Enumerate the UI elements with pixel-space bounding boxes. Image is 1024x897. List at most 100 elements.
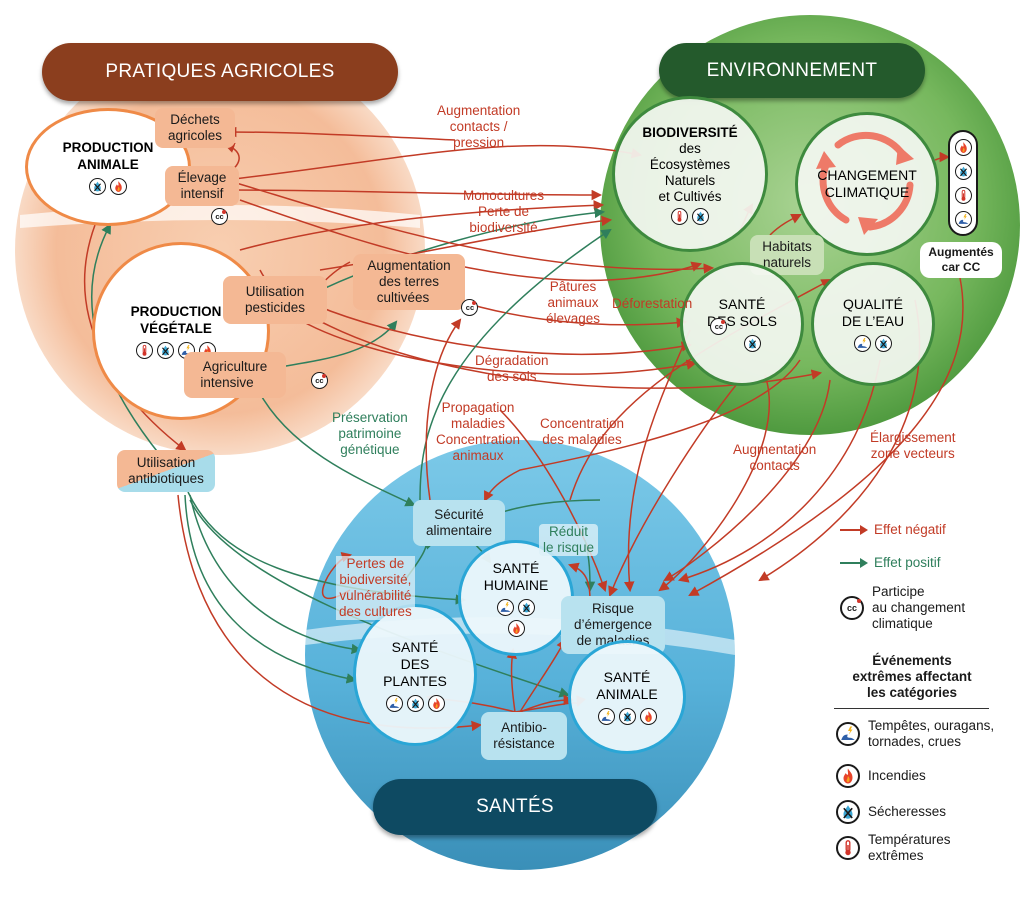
negative-effect-arrow (663, 379, 831, 582)
negative-effect-arrow (499, 409, 608, 592)
event-icons (671, 207, 709, 225)
sante-humaine-title: SANTÉ HUMAINE (483, 559, 549, 593)
edge-label-augmentation-contacts-pression: Augmentation contacts / pression (437, 103, 521, 150)
positive-effect-arrow (189, 499, 570, 698)
event-icons (854, 335, 892, 352)
legend-temperature: Températures extrêmes (836, 832, 951, 864)
positive-effect-arrow (419, 228, 612, 501)
legend-storm: Tempêtes, ouragans, tornades, crues (836, 718, 994, 750)
sante-des-plantes-title: SANTÉ DES PLANTES (383, 638, 447, 689)
legend: Effet négatif Effet positif cc Participe… (800, 510, 1024, 890)
negative-effect-arrow (225, 126, 456, 141)
negative-effect-arrow (454, 299, 688, 329)
negative-effect-arrow (624, 329, 691, 593)
augmentes-car-cc-label: Augmentés car CC (920, 242, 1002, 278)
negative-effect-arrow (484, 359, 801, 502)
thermometer-icon (671, 207, 688, 225)
legend-negative: Effet négatif (840, 522, 946, 538)
legend-drought: Sécheresses (836, 800, 946, 824)
drought-icon (518, 598, 535, 616)
augmentes-icons-capsule (948, 130, 978, 236)
green-arrow-icon (840, 558, 868, 568)
edge-label-elargissement: Élargissement zone vecteurs (870, 430, 956, 461)
legend-cc: cc Participe au changement climatique (840, 584, 965, 632)
augmentation-terres-node[interactable]: Augmentation des terres cultivées (353, 254, 465, 310)
production-vegetale-title: PRODUCTION VÉGÉTALE (130, 304, 222, 336)
event-icons (494, 598, 538, 637)
storm-icon (836, 722, 860, 746)
storm-icon (597, 708, 615, 725)
event-icons (597, 708, 657, 725)
positive-effect-arrow (189, 494, 363, 655)
event-icons (743, 335, 761, 352)
edge-label-preservation: Préservation patrimoine génétique (332, 410, 408, 457)
securite-alimentaire-node[interactable]: Sécurité alimentaire (413, 500, 505, 546)
elevage-intensif-node[interactable]: Élevage intensif (165, 166, 239, 206)
sante-animale-circle[interactable]: SANTÉ ANIMALE (568, 640, 686, 754)
negative-effect-arrow (677, 359, 881, 583)
positive-effect-arrow (299, 207, 606, 301)
red-arrow-icon (840, 525, 868, 535)
section-title-sante: SANTÉS (373, 779, 657, 835)
storm-icon (497, 598, 514, 616)
negative-effect-arrow (934, 151, 951, 163)
utilisation-pesticides-node[interactable]: Utilisation pesticides (223, 276, 327, 324)
edge-label-degradation-sols: Dégradation des sols (475, 353, 549, 384)
legend-fire: Incendies (836, 764, 926, 788)
edge-label-pertes-biodiversite: Pertes de biodiversité, vulnérabilité de… (336, 556, 415, 620)
biodiversite-title: BIODIVERSITÉ (642, 124, 738, 140)
negative-effect-arrow (314, 304, 693, 355)
biodiversite-circle[interactable]: BIODIVERSITÉ des Écosystèmes Naturels et… (612, 96, 768, 252)
cc-icon: cc (211, 208, 228, 226)
negative-effect-arrow (568, 562, 591, 601)
legend-positive: Effet positif (840, 555, 941, 571)
cc-icon: cc (710, 318, 728, 336)
thermometer-icon (136, 342, 153, 359)
negative-effect-arrow (225, 179, 715, 274)
cc-icon: cc (461, 299, 479, 317)
cycle-arrows-icon (816, 131, 914, 235)
thermometer-icon (954, 186, 972, 204)
section-title-env: ENVIRONNEMENT (659, 43, 925, 98)
drought-icon (954, 162, 972, 180)
fire-icon (954, 138, 972, 156)
storm-icon (954, 210, 972, 228)
sante-des-plantes-circle[interactable]: SANTÉ DES PLANTES (353, 604, 477, 746)
thermometer-icon (836, 836, 860, 860)
dechets-agricoles-node[interactable]: Déchets agricoles (155, 108, 235, 148)
legend-divider (834, 708, 989, 709)
drought-icon (743, 335, 761, 352)
changement-climatique-circle[interactable]: CHANGEMENT CLIMATIQUE (795, 112, 939, 256)
negative-effect-arrow (425, 318, 462, 501)
agriculture-intensive-node[interactable]: Agriculture intensive (184, 352, 286, 398)
utilisation-antibiotiques-node[interactable]: Utilisation antibiotiques (117, 450, 215, 492)
storm-icon (854, 335, 871, 352)
fire-icon (427, 694, 445, 712)
production-vegetale-circle[interactable]: PRODUCTION VÉGÉTALE (92, 242, 270, 420)
legend-events-title: Événements extrêmes affectant les catégo… (852, 653, 972, 700)
edge-label-concentration-maladies: Concentration des maladies (540, 416, 625, 447)
negative-effect-arrow (769, 214, 802, 236)
qualite-eau-title: QUALITÉ DE L’EAU (841, 296, 905, 329)
sante-animale-title: SANTÉ ANIMALE (596, 669, 658, 702)
sante-humaine-circle[interactable]: SANTÉ HUMAINE (458, 540, 574, 656)
section-title-agri: PRATIQUES AGRICOLES (42, 43, 398, 101)
negative-effect-arrow (239, 200, 605, 251)
sante-des-sols-circle[interactable]: SANTÉ DES SOLS (680, 262, 804, 386)
fire-icon (110, 178, 127, 195)
drought-icon (875, 335, 892, 352)
production-animale-title: PRODUCTION ANIMALE (62, 140, 154, 172)
negative-effect-arrow (658, 374, 771, 592)
edge-label-deforestation: Déforestation (612, 296, 693, 311)
qualite-eau-circle[interactable]: QUALITÉ DE L’EAU (811, 262, 935, 386)
changement-climatique-title: CHANGEMENT CLIMATIQUE (817, 167, 917, 200)
antibioresistance-node[interactable]: Antibio- résistance (481, 712, 567, 760)
negative-effect-arrow (239, 199, 702, 282)
fire-icon (836, 764, 860, 788)
edge-label-reduit-risque: Réduit le risque (539, 524, 599, 556)
fire-icon (507, 619, 525, 637)
habitats-naturels-node[interactable]: Habitats naturels (750, 235, 824, 275)
cc-icon: cc (310, 372, 328, 390)
fire-icon (639, 708, 657, 725)
